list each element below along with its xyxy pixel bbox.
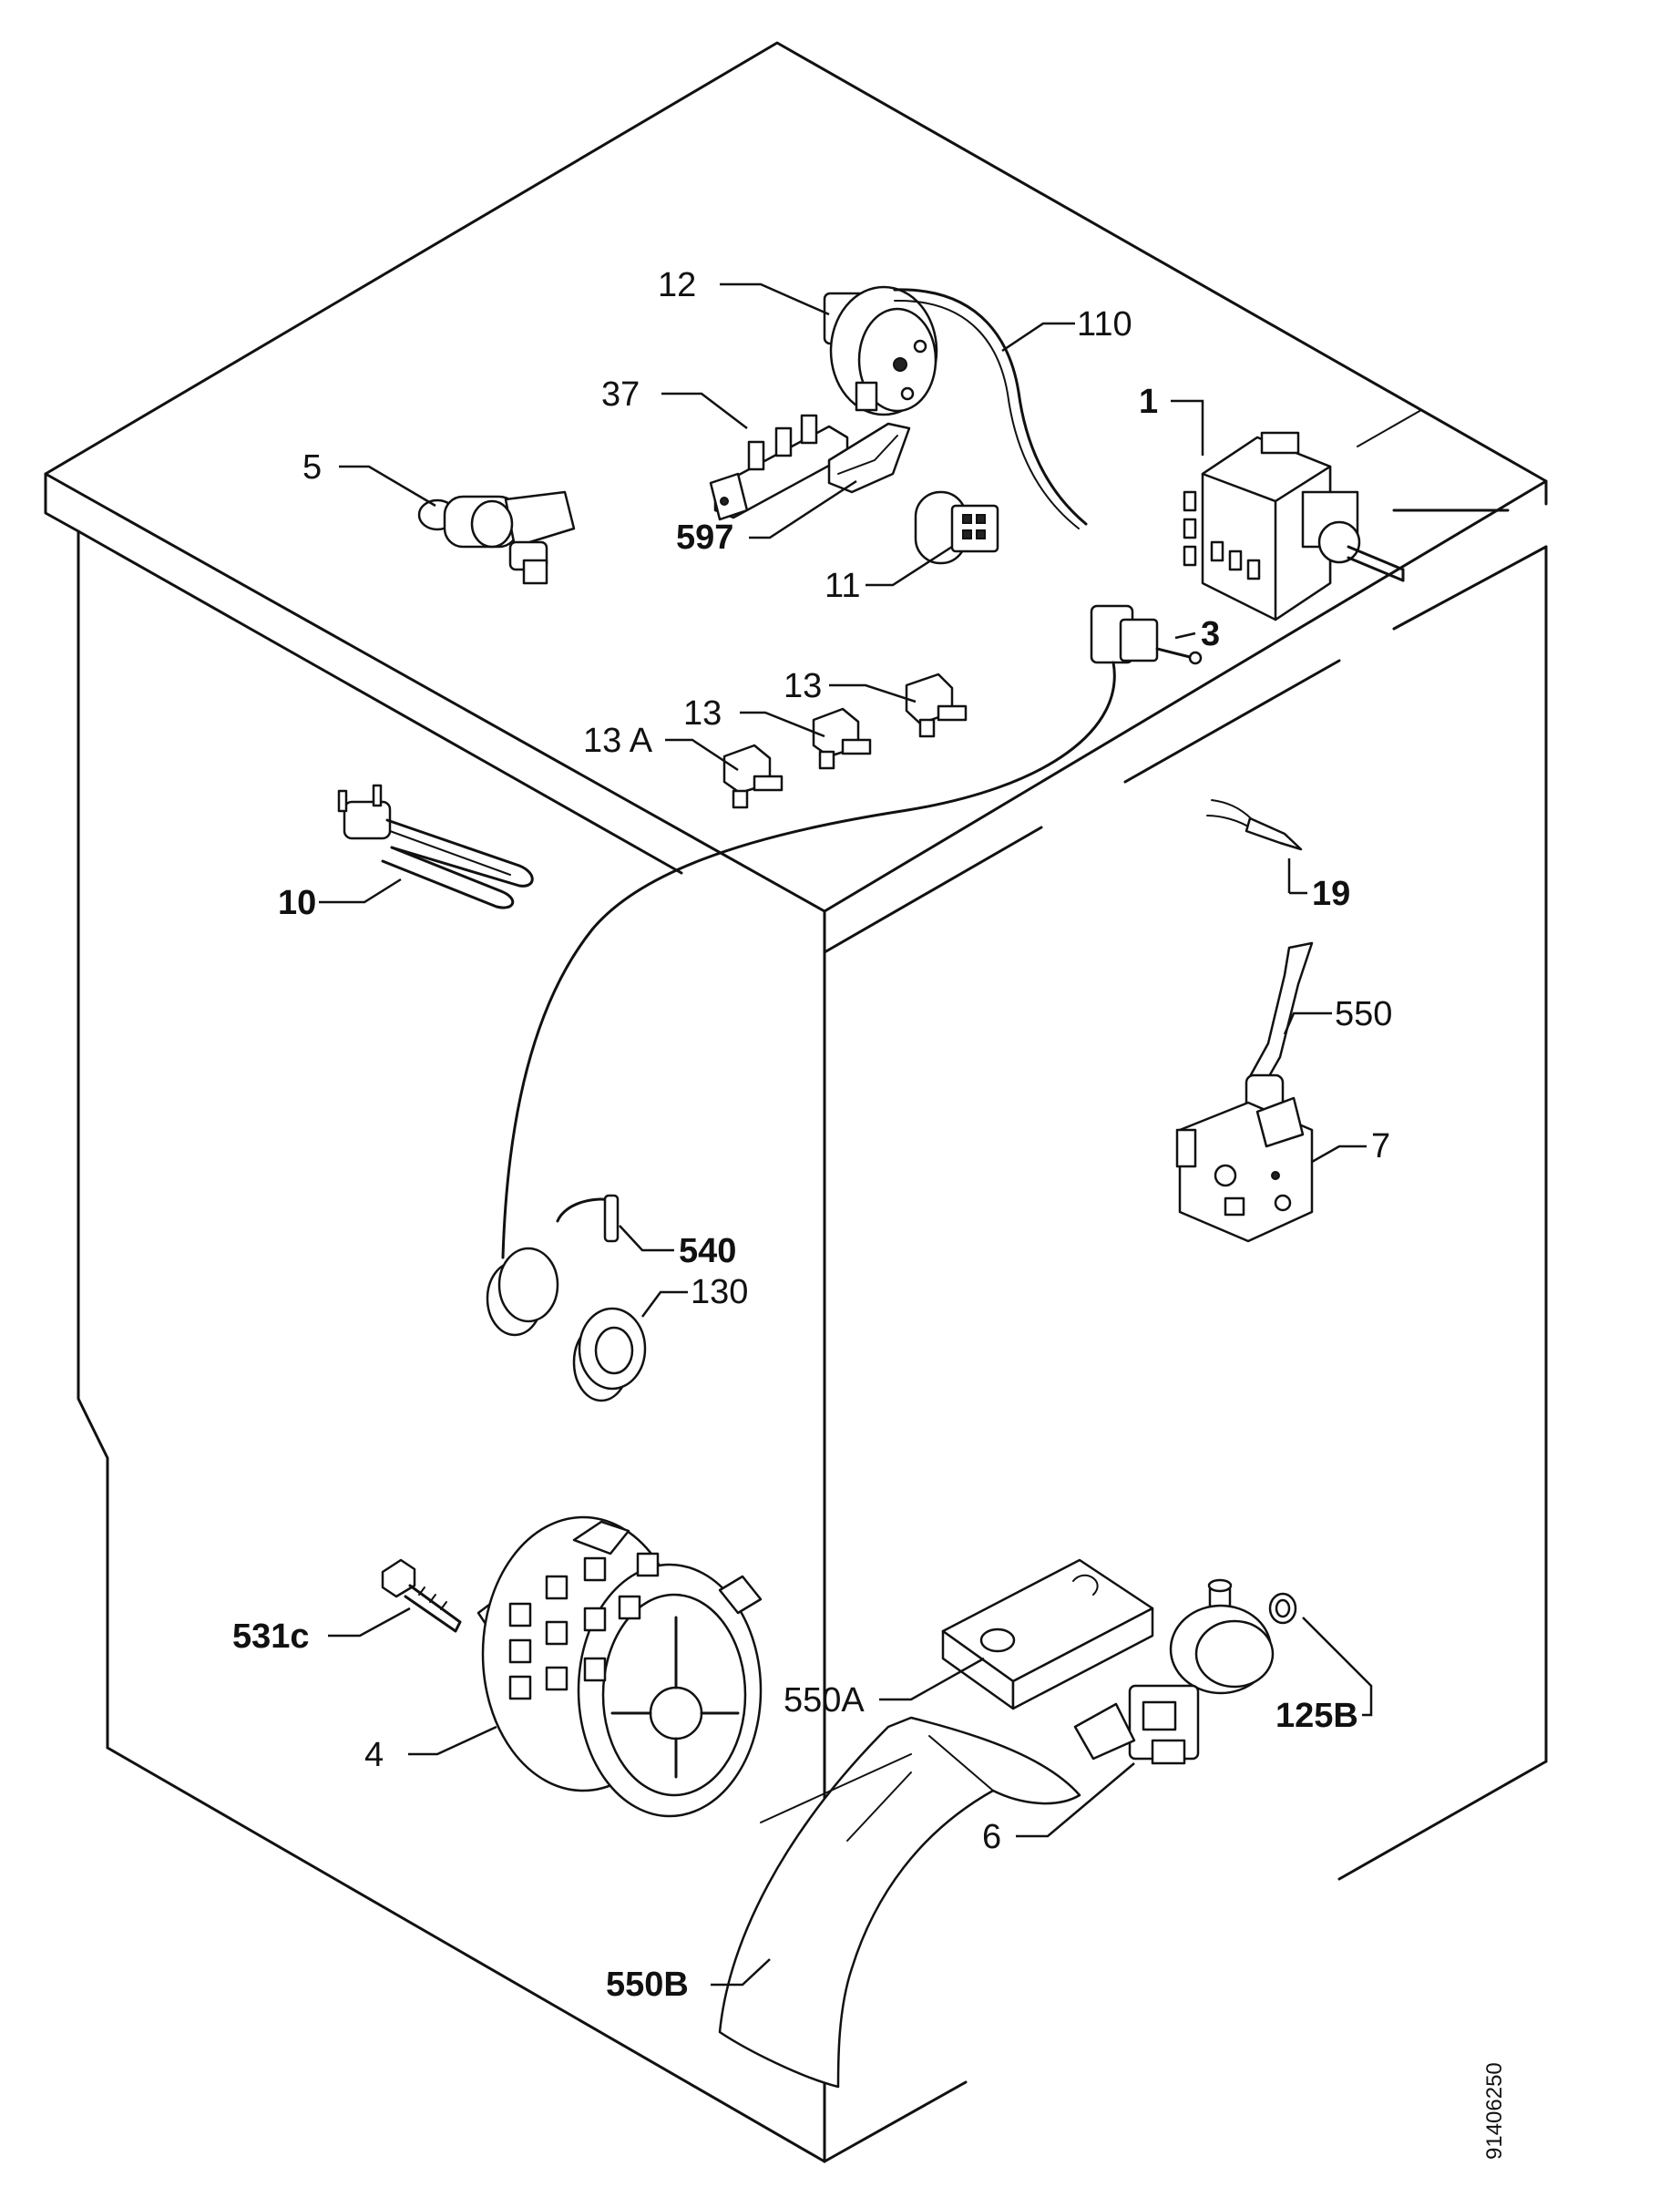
label-125B: 125B	[1275, 1697, 1358, 1735]
part-12-pressure-switch	[823, 285, 938, 416]
drawing-reference-number: 91406250	[1482, 2062, 1507, 2160]
label-37: 37	[601, 375, 640, 414]
part-37-terminal-block	[709, 414, 849, 521]
cabinet-outline	[44, 41, 1548, 2163]
label-7: 7	[1371, 1127, 1390, 1165]
label-550: 550	[1335, 995, 1392, 1033]
label-110: 110	[1077, 305, 1132, 344]
part-19-sensor	[1206, 799, 1303, 851]
label-130: 130	[691, 1273, 748, 1311]
part-110-pressure-hose	[893, 288, 1088, 526]
part-550B-shield	[718, 1716, 1081, 2089]
part-1-timer-programmer	[1183, 431, 1405, 621]
part-11-capacitor	[914, 490, 999, 565]
label-4: 4	[364, 1736, 384, 1774]
label-13-a: 13	[784, 667, 822, 705]
door-seal-grommet	[486, 1247, 559, 1337]
part-531c-screw	[381, 1558, 462, 1633]
part-540-wire-clip	[556, 1194, 620, 1243]
label-550A: 550A	[784, 1681, 865, 1720]
part-4-motor	[476, 1515, 763, 1818]
part-550A-cover	[941, 1558, 1154, 1710]
label-11: 11	[825, 567, 860, 605]
label-1: 1	[1139, 383, 1158, 421]
label-3: 3	[1201, 615, 1220, 653]
part-6-drain-pump	[1073, 1578, 1275, 1765]
part-7-door-interlock	[1175, 1096, 1314, 1243]
part-13-connector-a	[905, 673, 968, 738]
part-13-connector-b	[812, 707, 872, 770]
label-10: 10	[278, 884, 316, 922]
label-550B: 550B	[606, 1966, 689, 2004]
label-13A: 13 A	[583, 722, 653, 760]
label-5: 5	[302, 448, 322, 487]
part-3-switch	[501, 604, 1203, 1259]
label-540: 540	[679, 1232, 736, 1270]
label-6: 6	[982, 1818, 1001, 1856]
label-12: 12	[658, 266, 696, 304]
leader-lines	[319, 282, 1373, 1987]
part-597-clip	[827, 422, 911, 494]
label-531c: 531c	[232, 1617, 310, 1656]
part-125B-seal-ring	[1268, 1592, 1297, 1625]
part-5-inlet-valve	[417, 490, 576, 585]
label-13-b: 13	[683, 694, 722, 733]
part-130-grommet	[572, 1307, 647, 1402]
label-597: 597	[676, 519, 733, 557]
part-550-door-lever	[1245, 941, 1314, 1115]
label-19: 19	[1312, 875, 1350, 913]
part-13A-connector	[722, 744, 784, 809]
part-10-heating-element	[337, 784, 534, 909]
